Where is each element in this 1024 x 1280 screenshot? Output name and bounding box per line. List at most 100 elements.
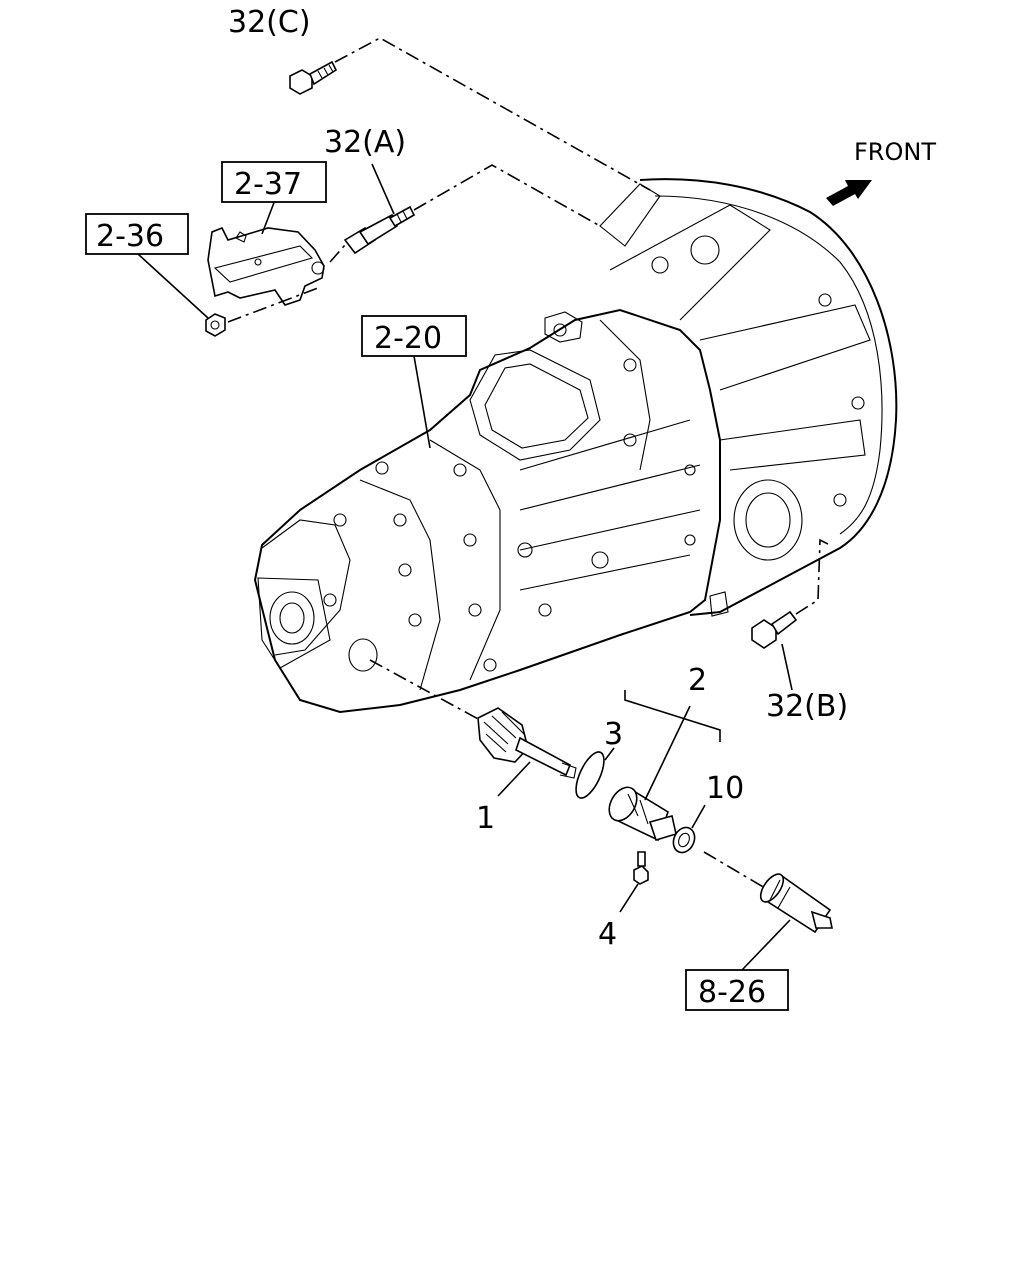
- bolt-32a-leader: [413, 164, 601, 227]
- bolt-32b-callout-line: [781, 643, 793, 691]
- label-bolt-32b: 32(B): [766, 689, 848, 724]
- label-part-1: 1: [476, 801, 495, 836]
- case-rib-4: [519, 554, 691, 591]
- ref-2-37-callout-line: [261, 199, 276, 235]
- sleeve-part-2: [608, 786, 677, 842]
- main-case-outline: [253, 308, 721, 714]
- label-bolt-32a: 32(A): [324, 125, 406, 160]
- part-2-callout-line: [644, 705, 691, 801]
- ref-box-8-26: 8-26: [685, 969, 789, 1011]
- bolt-32a-thread: [388, 205, 416, 228]
- case-flange-mid: [359, 479, 441, 691]
- case-rib-1: [519, 419, 691, 471]
- nut-2-36: [205, 313, 226, 337]
- gear-shaft-tip: [559, 762, 577, 779]
- ref-box-2-36-frame: [85, 213, 189, 255]
- ref-2-20-callout-line: [413, 355, 431, 449]
- case-mount-boss: [544, 311, 583, 343]
- bell-housing-inner-edge: [654, 195, 883, 535]
- sleeve-end: [608, 786, 638, 822]
- bolt-32b: [751, 610, 798, 649]
- bolt-32b-shank: [770, 610, 798, 636]
- bolt-32c-leader: [334, 37, 651, 191]
- sensor-ridges: [769, 879, 791, 909]
- o-ring-part-3: [575, 751, 605, 799]
- speed-sensor: [759, 873, 833, 934]
- bracket-body: [207, 226, 325, 306]
- housing-rib-2: [699, 304, 871, 391]
- housing-side-cover: [733, 479, 803, 561]
- output-shaft-seal: [269, 591, 315, 645]
- label-part-2: 2: [688, 663, 707, 698]
- case-front-flange: [599, 319, 651, 471]
- bolt-32b-head: [751, 619, 777, 649]
- housing-hole-1: [651, 256, 669, 274]
- part-2-group-bracket: [624, 690, 721, 742]
- bracket-to-bolt-leader: [329, 244, 346, 263]
- mount-bracket: [207, 226, 325, 306]
- bolt-32c: [289, 60, 338, 95]
- sensor-leader: [703, 851, 766, 889]
- bell-housing-mount-ear: [599, 183, 661, 247]
- bracket-mount-hole: [311, 261, 325, 275]
- case-rib-3: [519, 509, 701, 551]
- label-part-10: 10: [706, 771, 744, 806]
- label-bolt-32c: 32(C): [228, 5, 311, 40]
- housing-bolt-hole-3: [833, 493, 847, 507]
- sleeve-grooves: [627, 793, 649, 825]
- screw-head: [633, 865, 649, 885]
- part-4-callout-line: [619, 883, 639, 913]
- bolt-32a-thread-lines: [396, 210, 408, 223]
- bracket-tab: [235, 231, 247, 243]
- part-1-callout-line: [497, 761, 531, 797]
- ref-label-2-36: 2-36: [96, 219, 164, 254]
- label-part-3: 3: [604, 717, 623, 752]
- gear-body: [477, 707, 529, 763]
- gear-teeth: [483, 711, 525, 753]
- nut-leader: [227, 287, 319, 323]
- part-10-callout-line: [691, 804, 706, 829]
- housing-bolt-hole-2: [818, 293, 832, 307]
- case-rib-2: [519, 464, 701, 511]
- housing-bolt-hole-1: [851, 396, 865, 410]
- bell-housing-outline: [639, 178, 898, 616]
- housing-rib-3: [719, 419, 866, 471]
- sensor-connector: [759, 873, 785, 903]
- nut-hex: [205, 313, 226, 337]
- front-arrow-icon: [826, 180, 872, 206]
- sensor-tip: [810, 910, 833, 929]
- ref-8-26-callout-line: [741, 919, 791, 971]
- case-lower-boss: [709, 591, 729, 617]
- screw-shank: [637, 851, 646, 867]
- bolt-32c-thread: [317, 64, 334, 79]
- speedometer-port: [348, 638, 378, 672]
- ref-box-2-37: 2-37: [221, 161, 327, 203]
- top-cover-inner: [484, 363, 589, 449]
- housing-boss: [690, 235, 720, 265]
- gear-shaft: [515, 736, 572, 777]
- part-1-leader: [369, 659, 481, 721]
- bracket-hole: [254, 258, 262, 266]
- bolt-32c-head: [289, 69, 313, 95]
- nut-bore: [210, 320, 220, 330]
- housing-side-cover-inner: [745, 492, 791, 548]
- part-3-callout-line: [604, 747, 615, 761]
- ref-box-2-37-frame: [221, 161, 327, 203]
- ref-label-2-20: 2-20: [374, 321, 442, 356]
- housing-rib-1: [609, 204, 771, 321]
- label-part-4: 4: [598, 917, 617, 952]
- output-shaft: [279, 602, 305, 634]
- case-bolts: [323, 323, 696, 672]
- bolt-32a-callout-line: [371, 163, 395, 215]
- extension-housing: [261, 519, 351, 656]
- bracket-flange: [213, 245, 314, 283]
- seal-part-10: [672, 826, 696, 854]
- ref-label-2-37: 2-37: [234, 167, 302, 202]
- bolt-32b-leader: [795, 538, 831, 615]
- rear-flange: [257, 577, 331, 669]
- ref-box-8-26-frame: [685, 969, 789, 1011]
- ref-box-2-20-frame: [361, 315, 467, 357]
- front-label: FRONT: [854, 138, 936, 166]
- ref-box-2-36: 2-36: [85, 213, 189, 255]
